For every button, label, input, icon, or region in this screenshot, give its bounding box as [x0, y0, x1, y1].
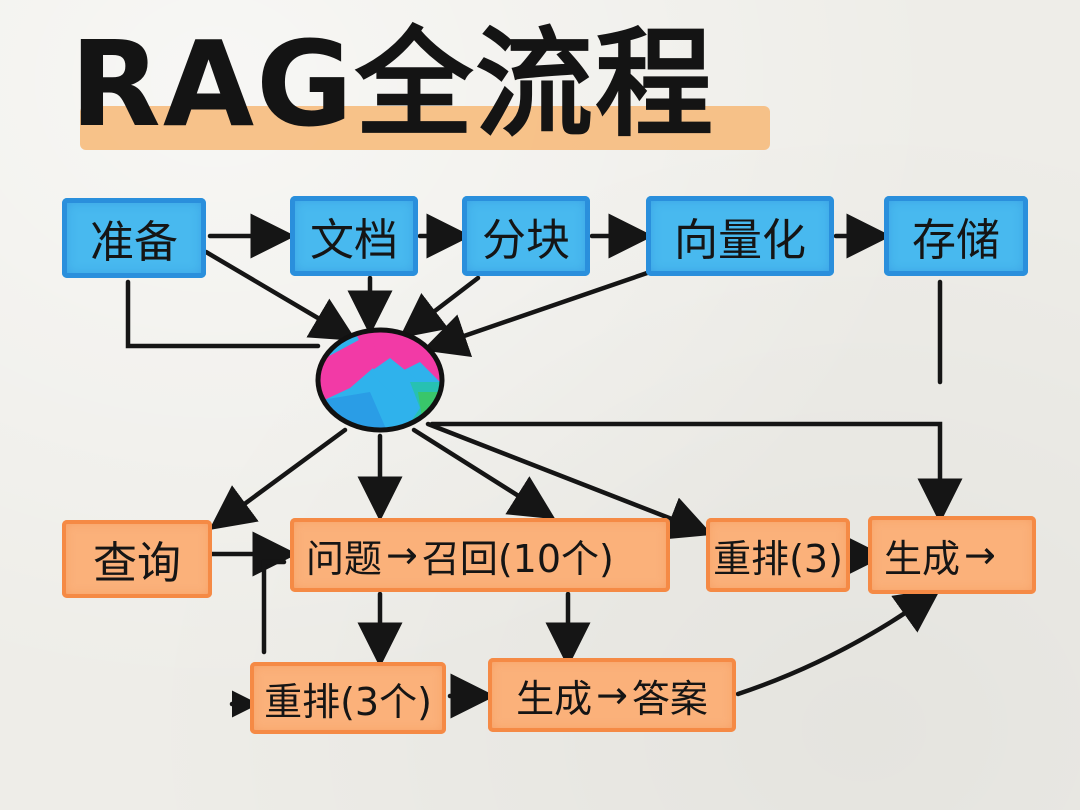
node-answer-label: 答案 — [631, 676, 708, 721]
node-document-label: 文档 — [310, 215, 398, 266]
node-store-label: 存储 — [912, 215, 1000, 266]
node-generate-alt-label: 生成 — [516, 676, 593, 721]
node-prepare-label: 准备 — [90, 217, 178, 268]
node-vectorize: 向量化 — [646, 196, 834, 276]
node-rerank-alt-label: 重排(3个) — [264, 679, 432, 724]
node-rerank-alt: 重排(3个) — [250, 662, 446, 734]
edge-prepare-hub-elbow — [125, 279, 321, 349]
title-highlight — [80, 106, 770, 150]
title-block: RAG全流程 — [70, 14, 770, 154]
edge-hub-rerank — [425, 421, 713, 540]
node-question-label: 问题 — [306, 536, 383, 581]
node-generate: 生成 → — [868, 516, 1036, 594]
node-query-label: 查询 — [93, 538, 181, 589]
vector-database-icon — [315, 327, 445, 433]
node-chunk-label: 分块 — [482, 215, 570, 266]
node-question-recall: 问题 → 召回(10个) — [290, 518, 670, 592]
edge-chunk-hub — [399, 275, 481, 339]
node-chunk: 分块 — [462, 196, 590, 276]
node-rerank: 重排(3) — [706, 518, 850, 592]
edge-loop-rerank-alt — [261, 559, 287, 655]
node-query: 查询 — [62, 520, 212, 598]
edge-hub-query — [209, 427, 348, 531]
node-generate-answer: 生成 → 答案 — [488, 658, 736, 732]
edge-prepare-hub — [203, 249, 357, 341]
edge-hub-recall — [411, 427, 556, 520]
inline-arrow-question-recall: → — [386, 533, 418, 577]
node-recall-label: 召回(10个) — [421, 536, 614, 581]
node-rerank-label: 重排(3) — [713, 536, 843, 581]
edge-hub-generate — [429, 421, 963, 524]
node-document: 文档 — [290, 196, 418, 276]
inline-arrow-generate-answer: → — [596, 673, 628, 717]
page-title: RAG全流程 — [70, 15, 716, 153]
node-vectorize-label: 向量化 — [674, 215, 806, 266]
edge-answer-generate — [735, 588, 942, 697]
inline-arrow-generate-out: → — [964, 533, 996, 577]
node-store: 存储 — [884, 196, 1028, 276]
node-prepare: 准备 — [62, 198, 206, 278]
node-generate-label: 生成 — [884, 536, 961, 581]
edge-vectorize-hub — [422, 269, 653, 358]
